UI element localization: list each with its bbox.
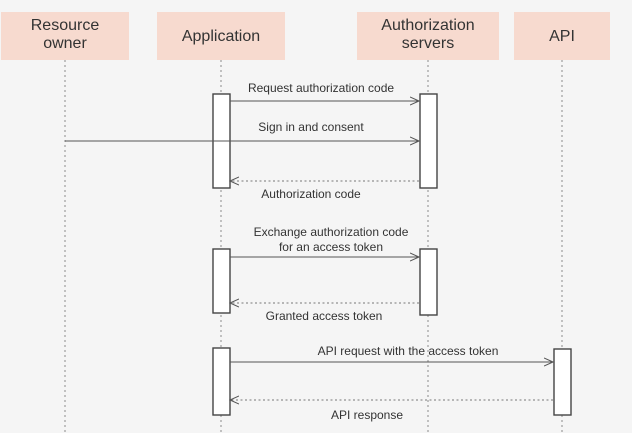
message-7: API response — [230, 400, 553, 422]
participant-label: Resource — [31, 17, 100, 34]
participant-api: API — [514, 12, 610, 60]
message-label: Authorization code — [261, 187, 361, 201]
participant-box — [157, 12, 285, 60]
activation-bar-api — [553, 348, 572, 416]
participant-label: owner — [43, 35, 87, 52]
participant-box — [1, 12, 129, 60]
message-label: API request with the access token — [318, 344, 499, 358]
activation-bar-authorization-servers — [419, 93, 438, 189]
participant-box — [357, 12, 499, 60]
message-label: for an access token — [279, 240, 383, 254]
participant-box — [514, 12, 610, 60]
participant-label: Authorization — [381, 17, 474, 34]
message-label: Granted access token — [266, 309, 383, 323]
message-2: Sign in and consent — [65, 120, 419, 141]
participant-label: Application — [182, 28, 260, 45]
participant-label: API — [549, 28, 575, 45]
message-1: Request authorization code — [230, 81, 419, 101]
activation-bar-authorization-servers — [419, 248, 438, 316]
participant-label: servers — [402, 35, 454, 52]
message-label: API response — [331, 408, 403, 422]
activation-bar-application — [212, 347, 231, 416]
message-label: Sign in and consent — [258, 120, 364, 134]
activation-bar-application — [212, 248, 231, 314]
message-label: Exchange authorization code — [254, 225, 409, 239]
message-label: Request authorization code — [248, 81, 394, 95]
message-6: API request with the access token — [230, 344, 553, 362]
message-3: Authorization code — [230, 181, 419, 201]
participant-application: Application — [157, 12, 285, 60]
message-5: Granted access token — [230, 303, 419, 323]
